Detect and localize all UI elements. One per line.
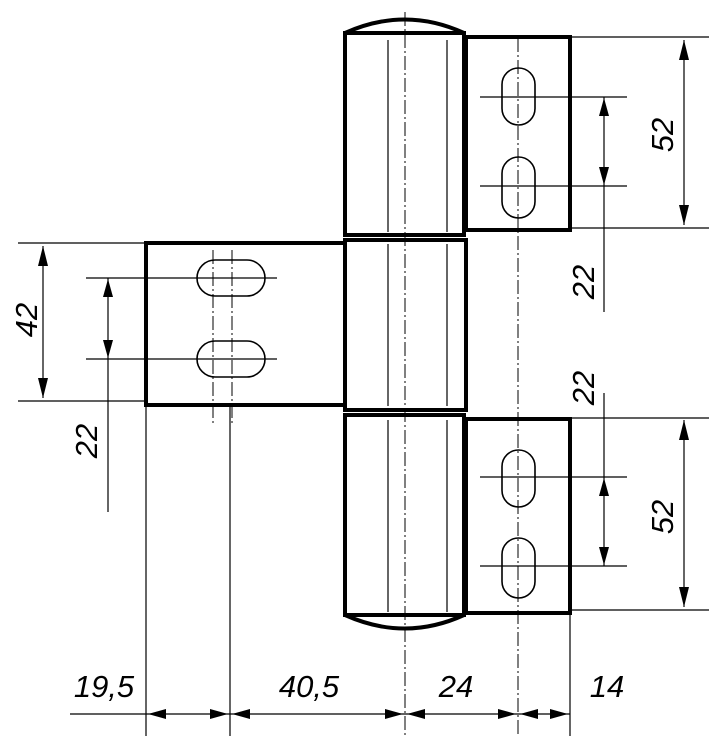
dim-bottom-leaf-height: 52 [645,500,680,534]
dimension-lines [38,40,689,719]
dim-offset-left: 19,5 [74,669,135,704]
dim-bottom-hole-pitch: 22 [566,371,601,406]
dim-offset-center: 40,5 [279,669,340,704]
top-right-leaf [464,35,627,232]
dim-left-leaf-height: 42 [9,303,44,337]
left-leaf [86,241,347,407]
dim-top-hole-pitch: 22 [566,265,601,300]
dim-top-leaf-height: 52 [645,118,680,152]
center-lines [212,12,519,736]
dim-left-hole-pitch: 22 [69,424,104,459]
dim-offset-barrel: 24 [438,669,473,704]
dim-offset-right: 14 [590,669,624,704]
bottom-right-leaf [464,417,627,615]
extension-lines [18,36,709,736]
